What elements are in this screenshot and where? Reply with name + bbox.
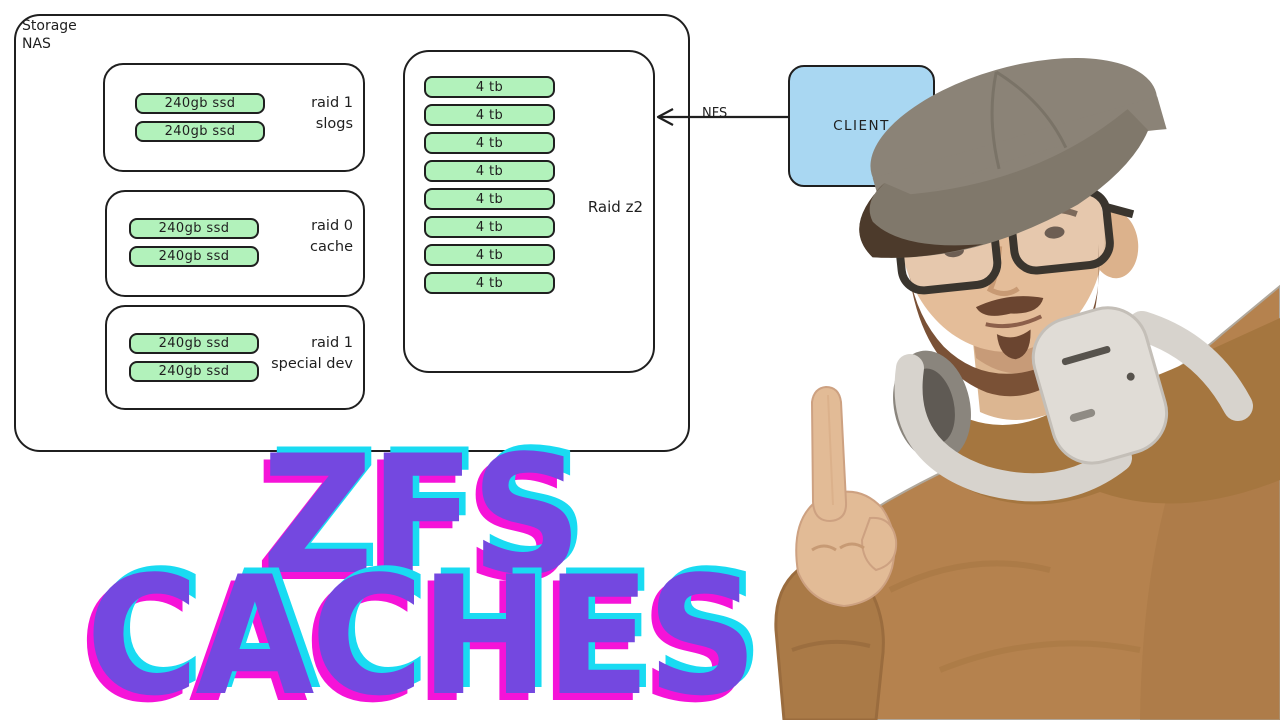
client-label: CLIENT	[833, 118, 890, 134]
ssd-disk: 240gb ssd	[129, 333, 259, 354]
hdd-4tb-disk: 4 tb	[424, 160, 555, 182]
group-label-raid0-cache: raid 0 cache	[310, 216, 353, 258]
ssd-disk: 240gb ssd	[129, 361, 259, 382]
cap-brim-underside	[859, 183, 984, 258]
group-raid1-special-dev: 240gb ssd 240gb ssd raid 1 special dev	[105, 305, 365, 410]
ssd-disk: 240gb ssd	[135, 93, 265, 114]
ssd-disk: 240gb ssd	[135, 121, 265, 142]
thumb	[860, 516, 898, 572]
storage-nas-label-line1: Storage	[22, 18, 77, 34]
ssd-disk: 240gb ssd	[129, 246, 259, 267]
cap-brim	[859, 109, 1149, 258]
disk-stack: 4 tb 4 tb 4 tb 4 tb 4 tb 4 tb 4 tb 4 tb	[424, 76, 555, 294]
group-raid0-cache: 240gb ssd 240gb ssd raid 0 cache	[105, 190, 365, 297]
group-label-raid1-slogs: raid 1 slogs	[311, 93, 353, 135]
disk-stack: 240gb ssd 240gb ssd	[129, 218, 259, 267]
raidz2-box: 4 tb 4 tb 4 tb 4 tb 4 tb 4 tb 4 tb 4 tb Raid z2	[403, 50, 655, 373]
group-label-raid1-special-dev: raid 1 special dev	[271, 333, 353, 375]
headphones	[893, 306, 1253, 502]
beard	[908, 244, 1100, 397]
nfs-arrow-label: NFS	[702, 106, 728, 121]
nfs-arrow	[656, 108, 790, 126]
hdd-4tb-disk: 4 tb	[424, 272, 555, 294]
cap	[859, 58, 1167, 258]
group-label-line: raid 1	[311, 95, 353, 111]
hdd-4tb-disk: 4 tb	[424, 244, 555, 266]
hoodie-fold	[888, 560, 1051, 593]
hdd-4tb-disk: 4 tb	[424, 76, 555, 98]
group-raid1-slogs: 240gb ssd 240gb ssd raid 1 slogs	[103, 63, 365, 172]
storage-nas-label: Storage NAS	[22, 17, 77, 53]
hdd-4tb-disk: 4 tb	[424, 132, 555, 154]
disk-stack: 240gb ssd 240gb ssd	[135, 93, 265, 142]
title-line-zfs: ZFS	[261, 420, 583, 611]
group-label-line: slogs	[315, 116, 353, 132]
group-label-line: raid 0	[311, 218, 353, 234]
person-photo	[774, 58, 1280, 720]
hoodie-fold	[938, 640, 1141, 673]
hdd-4tb-disk: 4 tb	[424, 188, 555, 210]
group-label-line: raid 1	[311, 335, 353, 351]
pointing-hand	[774, 385, 898, 720]
group-label-line: cache	[310, 239, 353, 255]
ssd-disk: 240gb ssd	[129, 218, 259, 239]
mustache	[975, 296, 1044, 316]
chin-beard	[996, 329, 1031, 360]
mouth	[985, 314, 1043, 329]
eye-right	[1044, 226, 1065, 239]
title-line-caches: CACHES	[85, 541, 758, 720]
raidz2-label: Raid z2	[587, 198, 643, 216]
hdd-4tb-disk: 4 tb	[424, 216, 555, 238]
index-finger	[810, 385, 848, 523]
hdd-4tb-disk: 4 tb	[424, 104, 555, 126]
group-label-line: special dev	[271, 356, 353, 372]
disk-stack: 240gb ssd 240gb ssd	[129, 333, 259, 382]
storage-nas-label-line2: NAS	[22, 36, 51, 52]
